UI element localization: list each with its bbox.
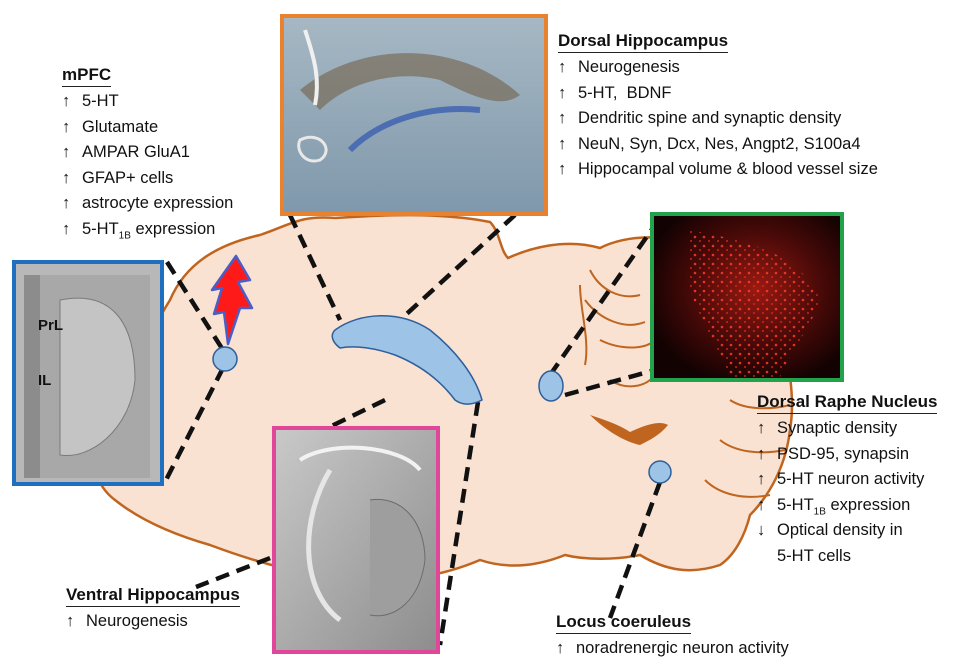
ventral-hippocampus-heading: Ventral Hippocampus — [66, 584, 240, 607]
dorsal-hippocampus-item: ↑NeuN, Syn, Dcx, Nes, Angpt2, S100a4 — [558, 132, 878, 158]
locus-coeruleus-heading: Locus coeruleus — [556, 611, 691, 634]
prl-label: PrL — [38, 317, 63, 334]
mpfc-item: ↑5-HT1B expression — [62, 217, 233, 243]
dorsal-raphe-region — [539, 371, 563, 401]
dorsal-raphe-item: 5-HT cells — [757, 544, 937, 570]
mpfc-heading: mPFC — [62, 64, 111, 87]
dorsal-hippocampus-item: ↑5-HT, BDNF — [558, 81, 878, 107]
dorsal-hippocampus-heading: Dorsal Hippocampus — [558, 30, 728, 53]
mpfc-item: ↑astrocyte expression — [62, 191, 233, 217]
dorsal-hippocampus-item: ↑Dendritic spine and synaptic density — [558, 106, 878, 132]
mpfc-item: ↑AMPAR GluA1 — [62, 140, 233, 166]
dorsal-raphe-item: ↑PSD-95, synapsin — [757, 442, 937, 468]
mpfc-inset: PrL IL — [14, 262, 162, 484]
locus-coeruleus-region — [649, 461, 671, 483]
dorsal-raphe-item: ↓Optical density in — [757, 518, 937, 544]
dorsal-hippocampus-item: ↑Hippocampal volume & blood vessel size — [558, 157, 878, 183]
dorsal-hippocampus-label: Dorsal Hippocampus ↑Neurogenesis ↑5-HT, … — [558, 29, 878, 183]
dorsal-raphe-inset — [652, 214, 842, 380]
ventral-hippocampus-inset — [274, 428, 438, 652]
mpfc-item: ↑Glutamate — [62, 115, 233, 141]
dorsal-raphe-heading: Dorsal Raphe Nucleus — [757, 391, 937, 414]
dorsal-hippocampus-inset — [282, 16, 546, 214]
il-label: IL — [38, 372, 51, 389]
mpfc-item: ↑5-HT — [62, 89, 233, 115]
mpfc-label: mPFC ↑5-HT ↑Glutamate ↑AMPAR GluA1 ↑GFAP… — [62, 63, 233, 242]
dorsal-raphe-label: Dorsal Raphe Nucleus ↑Synaptic density ↑… — [757, 390, 937, 569]
ventral-hippocampus-item: ↑Neurogenesis — [66, 609, 240, 635]
ventral-hippocampus-label: Ventral Hippocampus ↑Neurogenesis — [66, 583, 240, 635]
dorsal-hippocampus-item: ↑Neurogenesis — [558, 55, 878, 81]
dorsal-raphe-item: ↑5-HT1B expression — [757, 493, 937, 519]
mpfc-item: ↑GFAP+ cells — [62, 166, 233, 192]
mpfc-region — [213, 347, 237, 371]
dorsal-raphe-item: ↑Synaptic density — [757, 416, 937, 442]
locus-coeruleus-item: ↑noradrenergic neuron activity — [556, 636, 789, 662]
dorsal-raphe-item: ↑5-HT neuron activity — [757, 467, 937, 493]
locus-coeruleus-label: Locus coeruleus ↑noradrenergic neuron ac… — [556, 610, 789, 662]
